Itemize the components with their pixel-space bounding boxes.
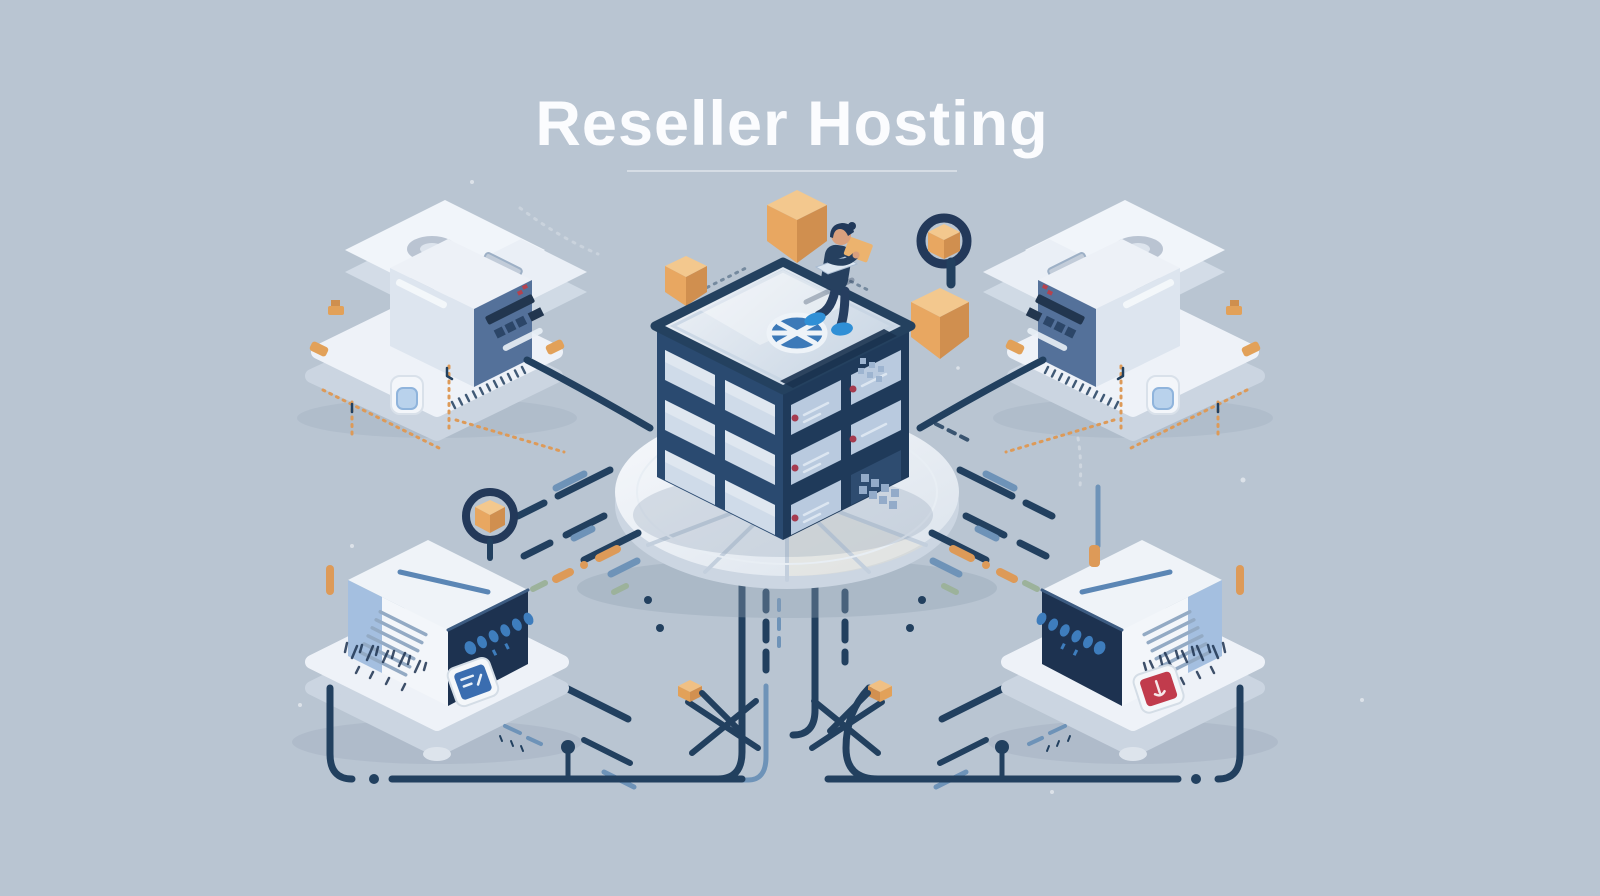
io-grid [859, 474, 899, 509]
package-pin-icon [911, 288, 969, 359]
client-server-top-right [920, 200, 1273, 452]
page-title: Reseller Hosting [535, 89, 1049, 159]
etched-marks [343, 641, 428, 692]
shoe [831, 322, 853, 336]
central-reseller-server [633, 222, 933, 557]
mini-package [678, 680, 743, 734]
ground-circuit [326, 684, 746, 784]
red-tag-badge [1132, 664, 1185, 714]
vent-tick-row [450, 365, 527, 410]
panel-label-text [802, 372, 888, 524]
data-stream-dashes [514, 466, 761, 790]
client-server-top-left [297, 200, 654, 454]
title-underline [627, 170, 957, 172]
package-pin-icon [767, 190, 827, 263]
top-io-grid [858, 358, 884, 382]
blue-tag-badge [446, 657, 500, 708]
server-front-ports [485, 283, 545, 351]
mini-storage-cube [390, 375, 424, 415]
corner-clamps [309, 300, 565, 357]
technician-with-laptop [803, 222, 873, 336]
status-led-dots [791, 385, 857, 522]
top-vent-inset [780, 329, 897, 388]
package-cube-icon [665, 256, 707, 306]
top-slot [397, 569, 491, 595]
circled-package-icon [462, 488, 518, 561]
uplink-cable [523, 356, 654, 432]
right-side-accents [1089, 484, 1101, 567]
led-dots [464, 612, 534, 656]
magnifier-package-icon [916, 213, 972, 289]
background-sparkles [298, 180, 1364, 794]
shoe [804, 312, 826, 326]
orange-marker [326, 565, 334, 595]
hook-pins [350, 366, 454, 414]
